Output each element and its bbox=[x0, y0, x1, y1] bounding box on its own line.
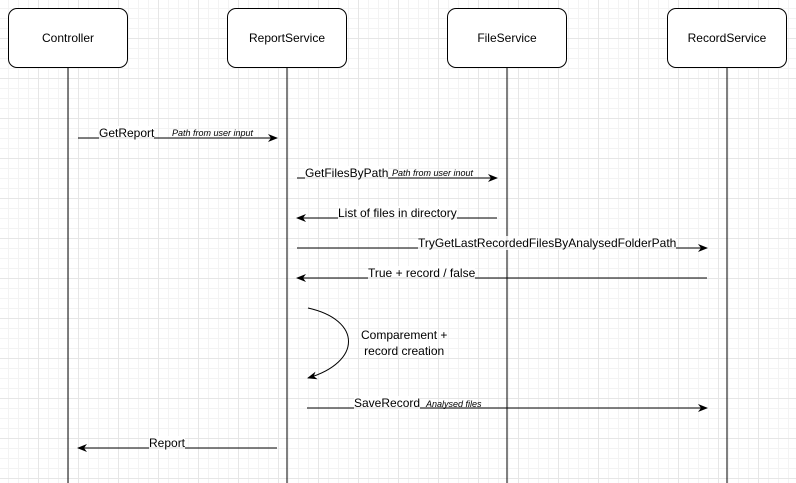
message-note-getfilesbypath: Path from user inout bbox=[392, 168, 474, 178]
self-call-label: Comparement + record creation bbox=[361, 327, 447, 359]
actor-controller: Controller bbox=[8, 8, 128, 68]
self-call-line2: record creation bbox=[364, 344, 445, 358]
actor-fileservice: FileService bbox=[447, 8, 567, 68]
message-label-getfilesbypath: GetFilesByPath bbox=[305, 166, 389, 180]
actor-reportservice: ReportService bbox=[227, 8, 347, 68]
message-note-getreport: Path from user input bbox=[172, 128, 254, 138]
message-label-trygetlastrecorded: TryGetLastRecordedFilesByAnalysedFolderP… bbox=[418, 236, 677, 250]
actor-recordservice: RecordService bbox=[667, 8, 787, 68]
message-label-getreport: GetReport bbox=[99, 126, 155, 140]
message-label-saverecord: SaveRecord bbox=[354, 396, 421, 410]
message-label-list-of-files: List of files in directory bbox=[338, 206, 457, 220]
arrow-self-call bbox=[307, 307, 349, 380]
message-label-true-record-false: True + record / false bbox=[368, 266, 476, 280]
self-call-line1: Comparement + bbox=[361, 328, 448, 342]
message-note-saverecord: Analysed files bbox=[426, 399, 482, 409]
message-label-report: Report bbox=[149, 436, 186, 450]
